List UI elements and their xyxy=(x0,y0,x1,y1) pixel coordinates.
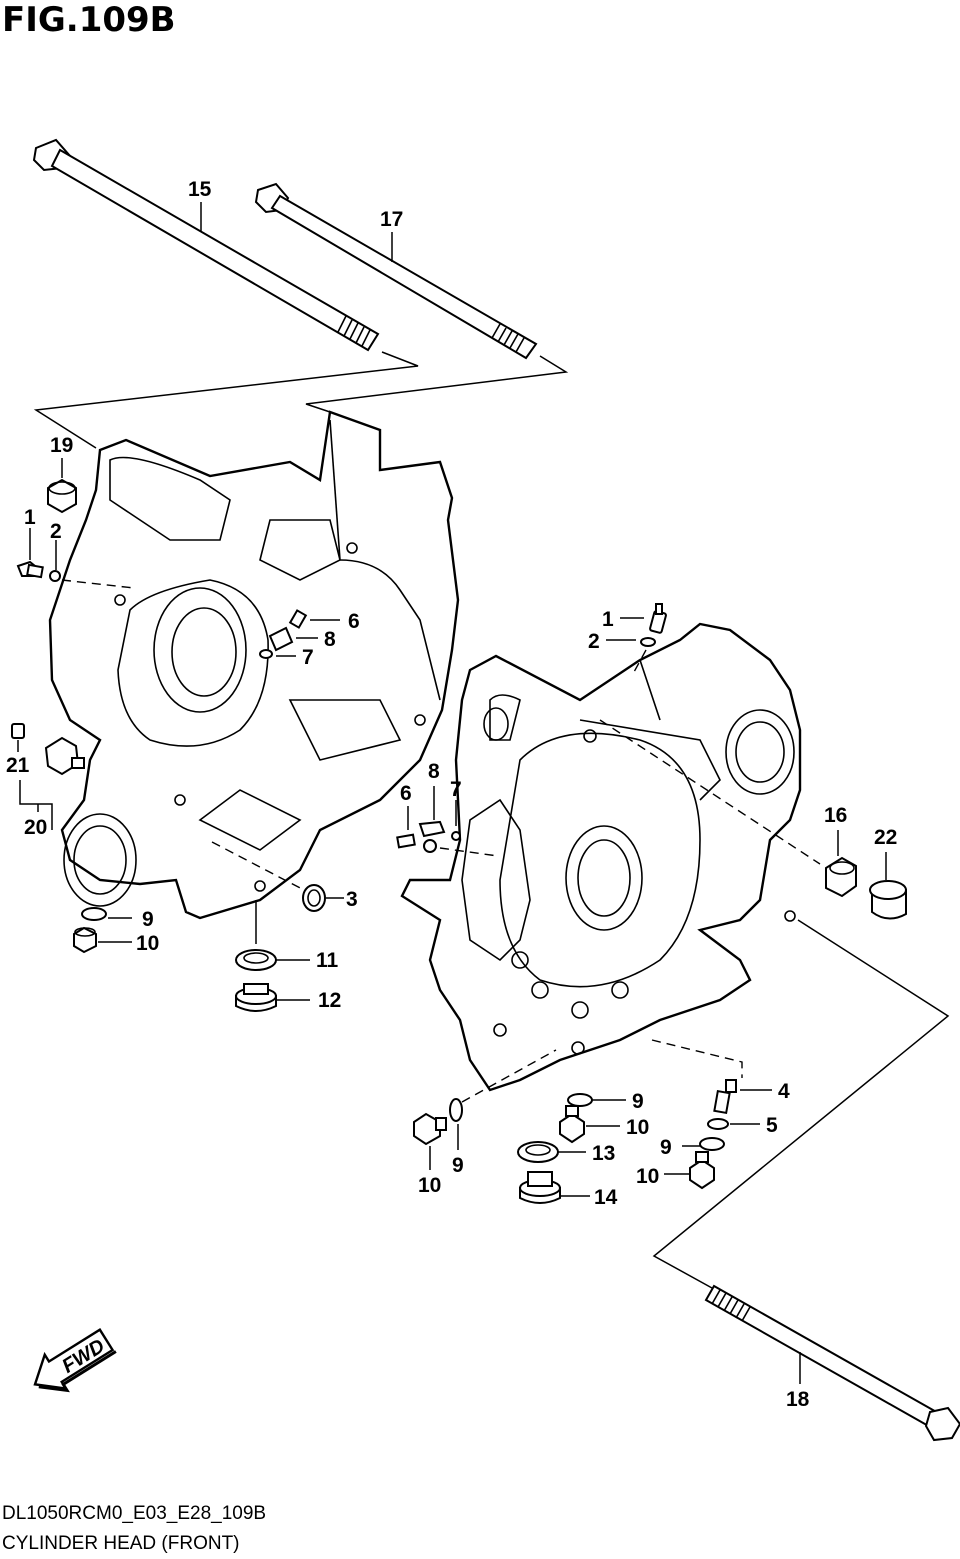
callout-7-right: 7 xyxy=(450,778,462,801)
drain-bolt-10-right[interactable] xyxy=(559,1105,585,1144)
callout-1-left: 1 xyxy=(24,506,36,529)
bolt-21[interactable] xyxy=(11,723,25,739)
plug-19[interactable] xyxy=(47,478,77,514)
callout-10-lower: 10 xyxy=(636,1165,659,1188)
crankcase-left[interactable] xyxy=(48,410,460,920)
bolt-15[interactable] xyxy=(32,138,380,352)
cap-16[interactable] xyxy=(825,856,857,898)
washer-9-lower[interactable] xyxy=(699,1137,725,1151)
bolt-1-left[interactable] xyxy=(16,560,44,579)
callout-17: 17 xyxy=(380,208,403,231)
diagram-code-caption: DL1050RCM0_E03_E28_109B xyxy=(2,1503,267,1524)
callout-3: 3 xyxy=(346,888,358,911)
drain-bolt-10-lower[interactable] xyxy=(689,1151,715,1190)
figure-title: FIG.109B xyxy=(2,0,176,40)
drain-bolt-10-bottom[interactable] xyxy=(413,1112,447,1146)
bolt-18[interactable] xyxy=(704,1284,960,1442)
washer-2-left[interactable] xyxy=(49,570,61,582)
parts-diagram: FWD 15 17 19 1 2 6 8 7 21 20 3 9 10 11 1… xyxy=(6,138,960,1442)
callout-7-left: 7 xyxy=(302,646,314,669)
callout-8-left: 8 xyxy=(324,628,336,651)
callout-9-left: 9 xyxy=(142,908,154,931)
callout-6-left: 6 xyxy=(348,610,360,633)
callout-9-right: 9 xyxy=(632,1090,644,1113)
callout-16: 16 xyxy=(824,804,847,827)
callout-22: 22 xyxy=(874,826,897,849)
callout-4: 4 xyxy=(778,1080,790,1103)
plug-12[interactable] xyxy=(235,983,277,1012)
washer-9-right[interactable] xyxy=(567,1093,593,1107)
washer-9-bottom[interactable] xyxy=(449,1098,463,1122)
callout-9-bottom: 9 xyxy=(452,1154,464,1177)
callout-19: 19 xyxy=(50,434,73,457)
callout-21: 21 xyxy=(6,754,30,777)
o-ring-3[interactable] xyxy=(302,884,326,912)
washer-5[interactable] xyxy=(707,1118,729,1130)
diagram-name-caption: CYLINDER HEAD (FRONT) xyxy=(2,1533,240,1554)
bolt-1-right[interactable] xyxy=(649,603,667,634)
sensor-6-8-7-right[interactable] xyxy=(396,820,461,853)
callout-11: 11 xyxy=(316,949,339,972)
washer-9-left[interactable] xyxy=(81,907,107,921)
callout-12: 12 xyxy=(318,989,341,1012)
callout-5: 5 xyxy=(766,1114,778,1137)
callout-2-right: 2 xyxy=(588,630,600,653)
gasket-13[interactable] xyxy=(517,1141,559,1163)
cap-22[interactable] xyxy=(869,880,907,920)
sensor-6-8-7-left[interactable] xyxy=(259,609,308,659)
sensor-20[interactable] xyxy=(44,736,85,776)
callout-8-right: 8 xyxy=(428,760,440,783)
callout-10-right: 10 xyxy=(626,1116,649,1139)
callout-15: 15 xyxy=(188,178,212,201)
gasket-11[interactable] xyxy=(235,949,277,971)
sensor-4[interactable] xyxy=(713,1079,737,1115)
callout-1-right: 1 xyxy=(602,608,614,631)
crankcase-right[interactable] xyxy=(400,622,802,1092)
callout-13: 13 xyxy=(592,1142,615,1165)
callout-10-bottom: 10 xyxy=(418,1174,441,1197)
bolt-17[interactable] xyxy=(254,182,538,360)
plug-14[interactable] xyxy=(519,1171,561,1204)
callout-9-lower: 9 xyxy=(660,1136,672,1159)
fwd-arrow-icon: FWD xyxy=(33,1328,117,1393)
callout-2-left: 2 xyxy=(50,520,62,543)
callout-6-right: 6 xyxy=(400,782,412,805)
callout-20: 20 xyxy=(24,816,47,839)
callout-18: 18 xyxy=(786,1388,810,1411)
callout-14: 14 xyxy=(594,1186,618,1209)
washer-2-right[interactable] xyxy=(640,637,656,647)
drain-bolt-10-left[interactable] xyxy=(73,926,97,954)
callout-10-left: 10 xyxy=(136,932,159,955)
